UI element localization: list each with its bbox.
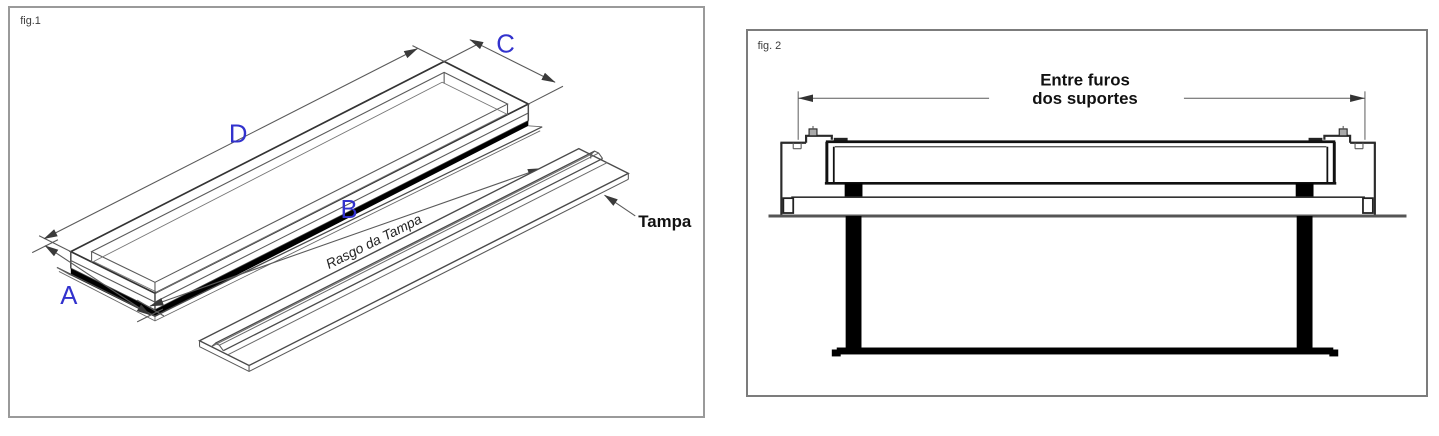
right-end-cap [1308, 125, 1376, 215]
lid-label: Tampa [638, 212, 692, 231]
dimension-c: C [443, 31, 564, 105]
ceiling-plate [768, 196, 1407, 218]
support-holes-dimension [797, 91, 1366, 140]
figure1-label: fig.1 [20, 15, 41, 27]
support-blocks [844, 183, 1314, 198]
figure2-label: fig. 2 [758, 40, 782, 52]
figure2-drawing: fig. 2 Entre furos dos suportes [758, 40, 1407, 357]
frame-box [56, 60, 543, 322]
left-end-cap [780, 125, 848, 215]
figure2-panel: fig. 2 Entre furos dos suportes [746, 29, 1428, 397]
figure1-drawing: fig.1 [20, 15, 692, 373]
dim-label-b: B [340, 196, 357, 224]
bottom-cross-bar [831, 347, 1339, 357]
dimension-title-line2: dos suportes [1032, 89, 1137, 108]
dimension-b: B [136, 167, 542, 317]
dim-label-d: D [229, 121, 248, 149]
dimension-a: A [31, 239, 164, 323]
lid-callout: Tampa [604, 194, 692, 231]
dimension-title-line1: Entre furos [1040, 70, 1130, 89]
figure1-panel: fig.1 [8, 6, 705, 418]
dim-label-c: C [496, 31, 515, 59]
support-legs [845, 215, 1313, 350]
dim-label-a: A [60, 282, 78, 310]
lid-drawing [197, 147, 630, 373]
tray-section [824, 140, 1337, 185]
dimension-title: Entre furos dos suportes [1032, 70, 1137, 108]
